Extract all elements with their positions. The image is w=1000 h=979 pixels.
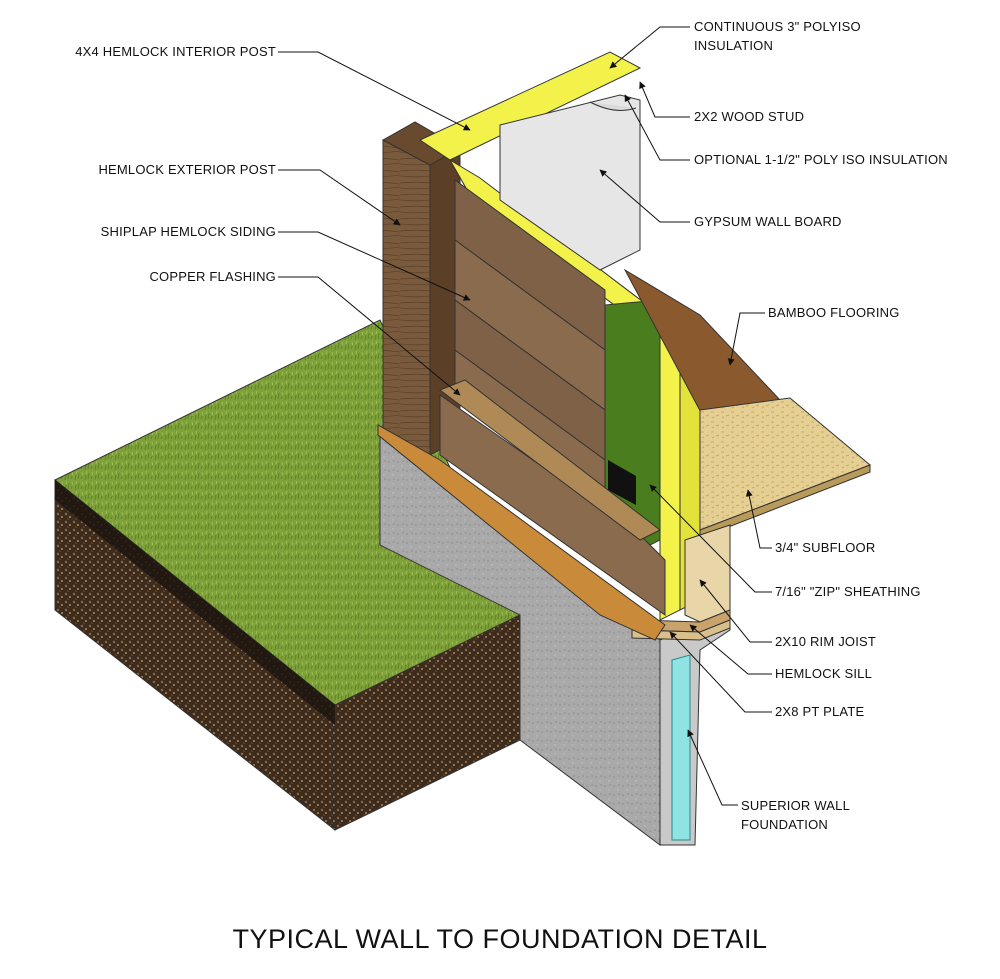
label-interior-post: 4X4 HEMLOCK INTERIOR POST — [75, 44, 276, 59]
label-hemlock-sill: HEMLOCK SILL — [775, 666, 873, 681]
shiplap-siding — [454, 179, 606, 501]
label-optional-polyiso: OPTIONAL 1-1/2" POLY ISO INSULATION — [694, 152, 948, 167]
label-wood-stud: 2X2 WOOD STUD — [694, 109, 805, 124]
label-gypsum: GYPSUM WALL BOARD — [694, 214, 842, 229]
copper-flashing — [377, 424, 666, 641]
label-bamboo: BAMBOO FLOORING — [768, 305, 900, 320]
foundation-wall-side — [659, 609, 731, 846]
label-shiplap-siding: SHIPLAP HEMLOCK SIDING — [100, 224, 276, 239]
subfloor — [699, 397, 871, 531]
rim-joist — [684, 524, 731, 623]
polyiso-insulation-top — [418, 51, 642, 161]
label-subfloor: 3/4" SUBFLOOR — [775, 540, 876, 555]
label-polyiso-line2: INSULATION — [694, 38, 774, 53]
label-foundation-line1: SUPERIOR WALL — [741, 798, 851, 813]
foundation-insulation — [671, 654, 691, 841]
leader-lines — [278, 26, 772, 806]
sheathing-opening — [608, 460, 636, 505]
label-pt-plate: 2X8 PT PLATE — [775, 704, 865, 719]
label-foundation-line2: FOUNDATION — [741, 817, 828, 832]
label-polyiso-line1: CONTINUOUS 3" POLYISO — [694, 19, 861, 34]
label-exterior-post: HEMLOCK EXTERIOR POST — [98, 162, 276, 177]
gypsum-board — [499, 94, 641, 271]
topsoil-band — [55, 480, 335, 725]
water-table-cap — [438, 379, 661, 541]
label-zip-sheathing: 7/16" "ZIP" SHEATHING — [775, 584, 921, 599]
exterior-post-front — [382, 139, 431, 456]
diagram-title: TYPICAL WALL TO FOUNDATION DETAIL — [232, 924, 768, 954]
label-copper-flashing: COPPER FLASHING — [149, 269, 276, 284]
label-rim-joist: 2X10 RIM JOIST — [775, 634, 877, 649]
